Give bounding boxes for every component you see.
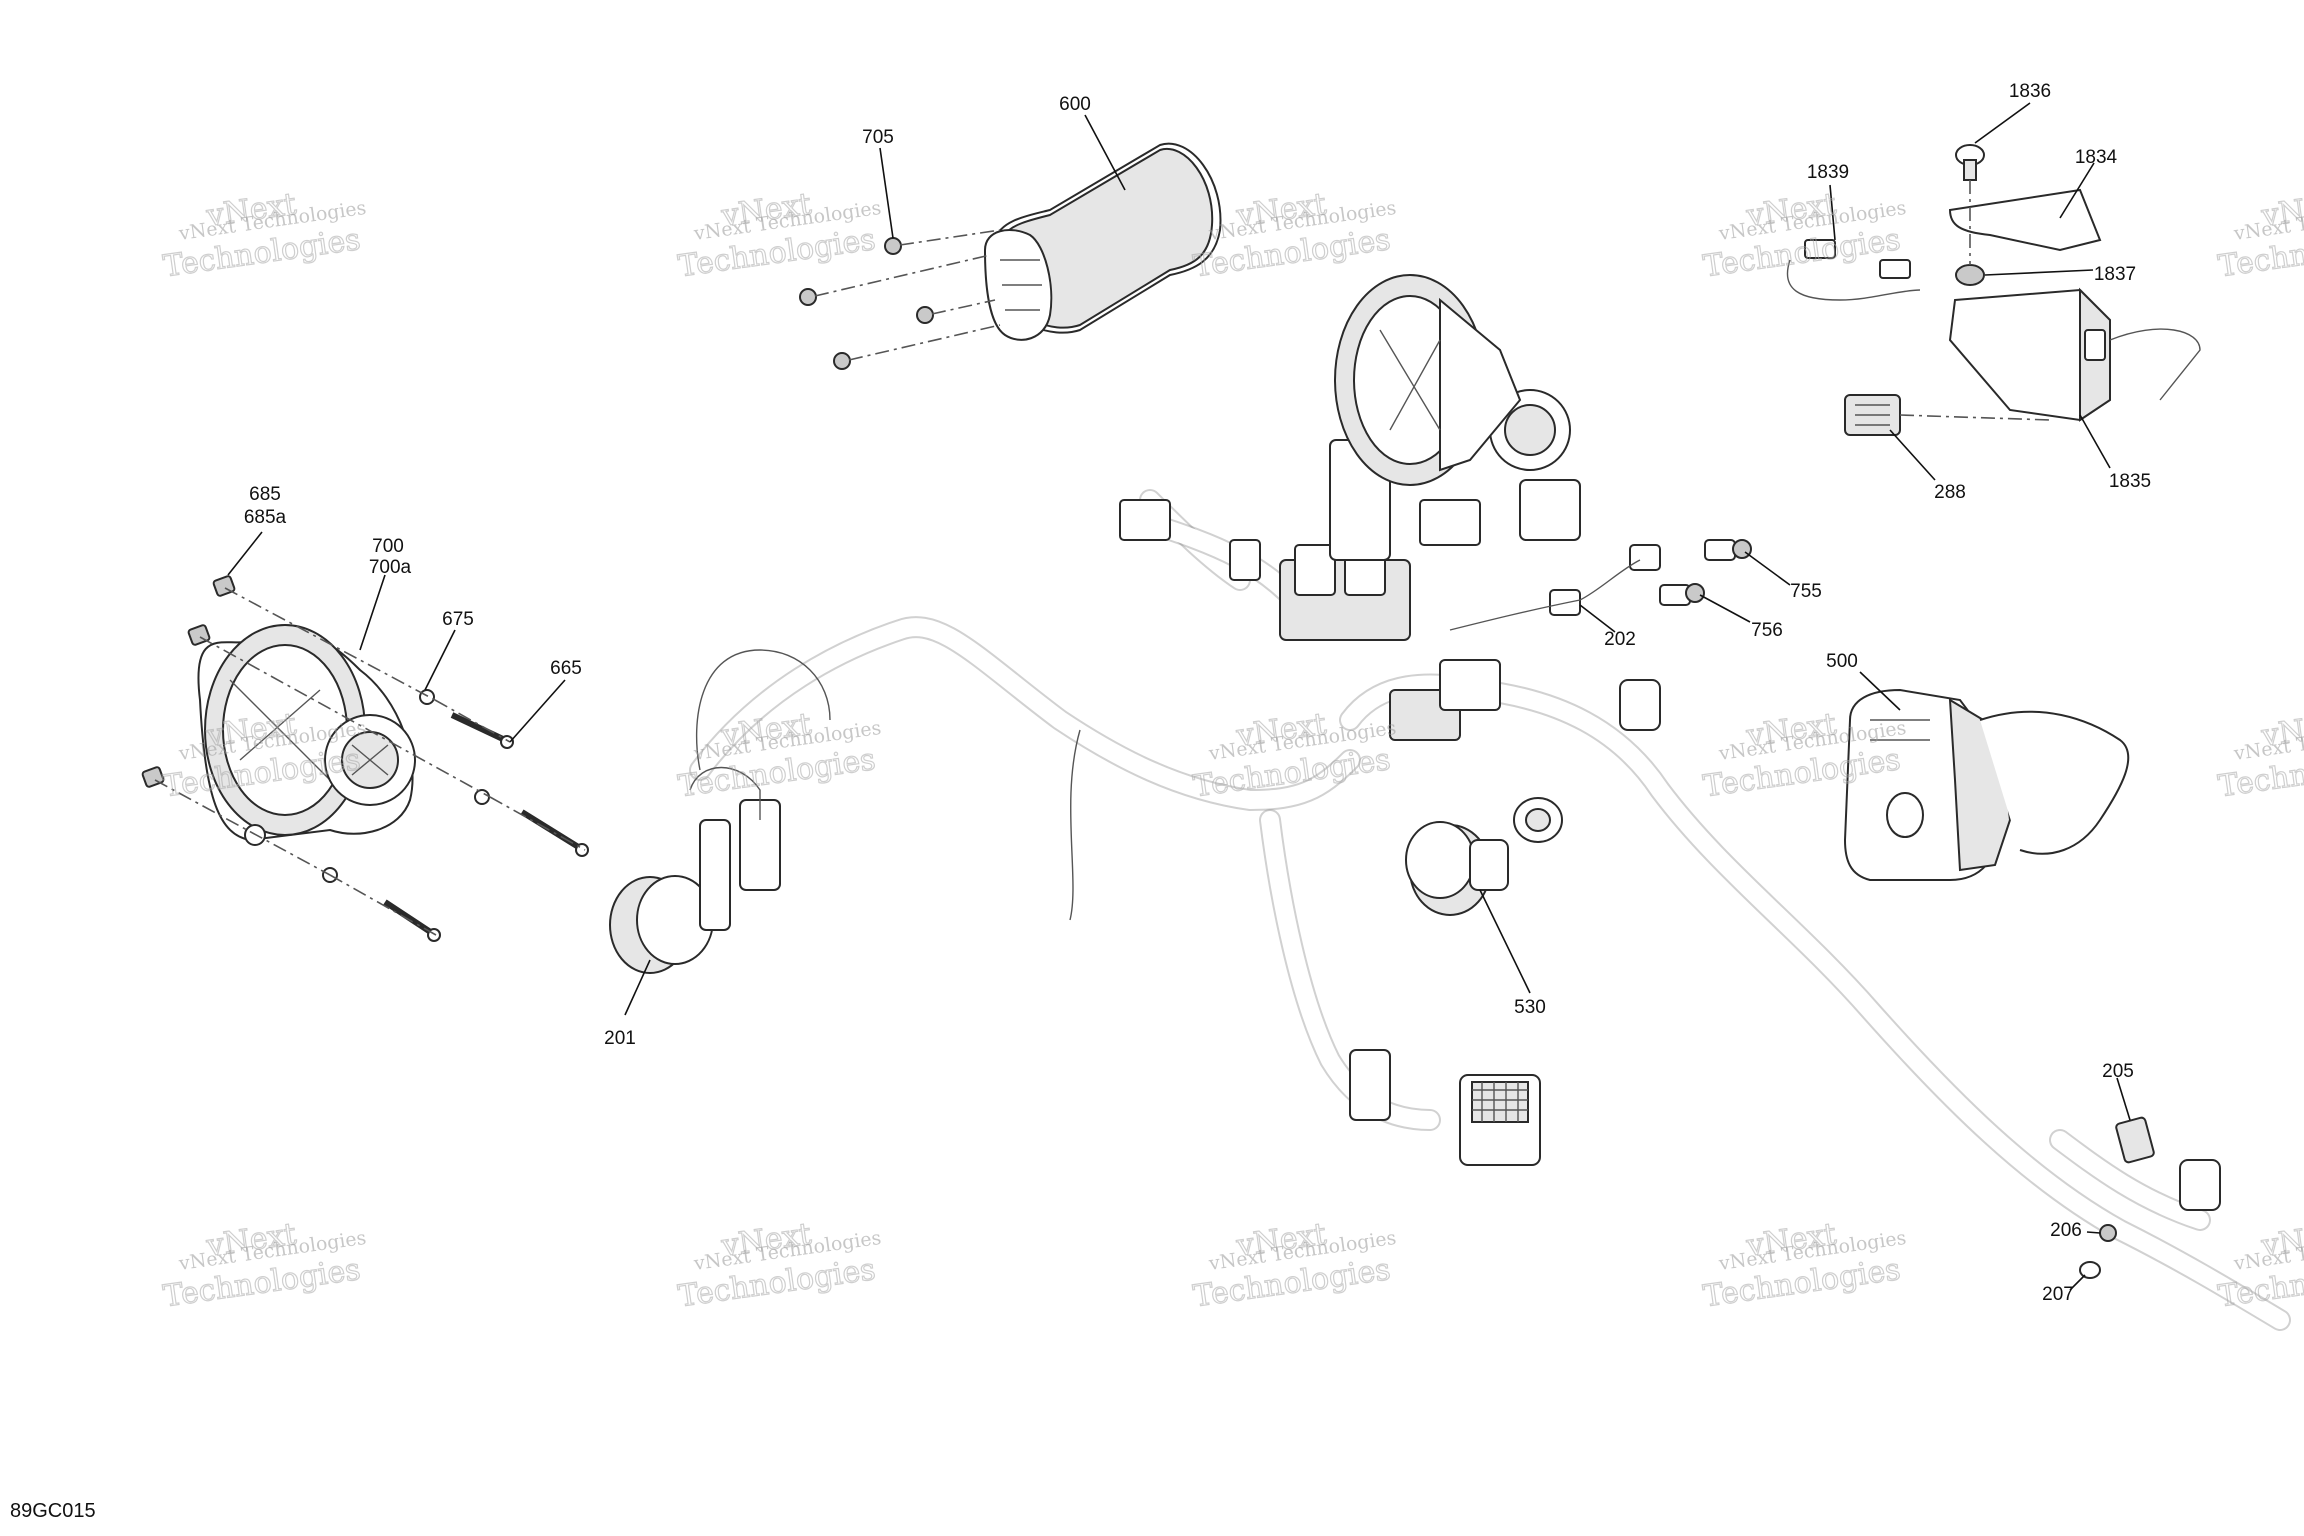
wiring-harness — [689, 489, 2291, 1331]
callout-685a: 685a — [244, 507, 287, 528]
connector-1839 — [1786, 239, 1921, 301]
callout-705: 705 — [862, 127, 894, 148]
callout-600: 600 — [1059, 94, 1091, 115]
callout-700: 700 — [372, 536, 404, 557]
switch-500 — [1843, 688, 2130, 881]
callout-756: 756 — [1751, 620, 1783, 641]
leader-lines — [227, 102, 2131, 1291]
callout-1834: 1834 — [2075, 147, 2118, 168]
screw-1836 — [1955, 144, 1985, 181]
callout-1839: 1839 — [1807, 162, 1849, 183]
headlight-left — [197, 624, 416, 846]
callout-700a: 700a — [369, 557, 412, 578]
washer-207 — [2079, 1261, 2101, 1279]
callout-685: 685 — [249, 484, 281, 505]
callout-206: 206 — [2050, 1220, 2082, 1241]
switch-housing-1835 — [1948, 287, 2201, 422]
callout-201: 201 — [604, 1028, 636, 1049]
sensor-530 — [1405, 679, 1661, 916]
washer-1837 — [1955, 264, 1985, 286]
nut-206 — [2099, 1224, 2117, 1242]
screws-705 — [799, 237, 934, 370]
lens-600 — [983, 142, 1222, 341]
headlight-center — [1334, 274, 1571, 486]
callout-202: 202 — [1604, 629, 1636, 650]
callout-530: 530 — [1514, 997, 1546, 1018]
callout-205: 205 — [2102, 1061, 2134, 1082]
callout-1835: 1835 — [2109, 471, 2151, 492]
bulb-756 — [1659, 583, 1705, 606]
callout-1837: 1837 — [2094, 264, 2136, 285]
bracket-1834 — [1948, 188, 2102, 252]
socket-202 — [1449, 544, 1661, 631]
callout-1836: 1836 — [2009, 81, 2051, 102]
bulb-201 — [609, 766, 781, 974]
callout-665: 665 — [550, 658, 582, 679]
callout-207: 207 — [2042, 1284, 2074, 1305]
ecu-connector — [1349, 1049, 1541, 1166]
clip-205 — [2115, 1116, 2221, 1211]
figure-code: 89GC015 — [10, 1500, 96, 1522]
callout-288: 288 — [1934, 482, 1966, 503]
callout-500: 500 — [1826, 651, 1858, 672]
connector-288 — [1844, 394, 1901, 436]
bulb-755 — [1704, 539, 1752, 561]
callout-755: 755 — [1790, 581, 1822, 602]
callout-675: 675 — [442, 609, 474, 630]
